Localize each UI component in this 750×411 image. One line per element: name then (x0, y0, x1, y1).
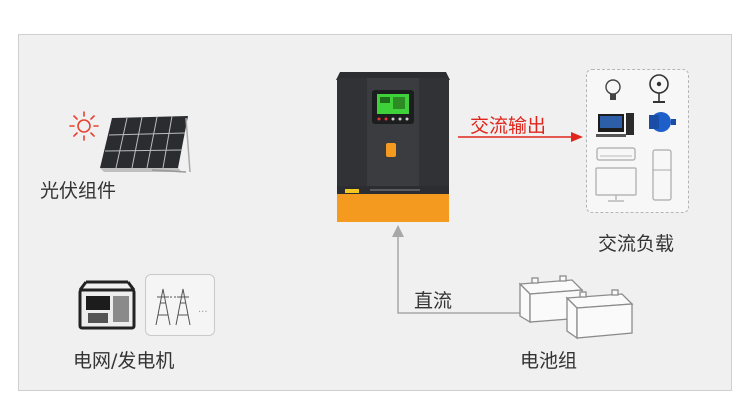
lightbulb-icon (605, 79, 621, 100)
motor-icon (649, 112, 676, 132)
battery-icon (518, 275, 634, 340)
air-conditioner-icon (596, 147, 636, 161)
sun-icon (69, 111, 99, 141)
tv-icon (595, 167, 637, 202)
fan-icon (649, 74, 669, 103)
appliance-grid (595, 74, 676, 202)
grid-icon-box: ··· (145, 274, 215, 336)
dc-arrow (392, 225, 520, 314)
generator-icon (78, 280, 136, 330)
battery-bank-label: 电池组 (520, 350, 578, 372)
grid-generator-label: 电网/发电机 (73, 350, 175, 372)
output-arrow (458, 132, 583, 142)
pv-modules-label: 光伏组件 (40, 180, 117, 202)
dc-label: 直流 (414, 290, 453, 312)
svg-text:···: ··· (198, 307, 208, 318)
ac-load-label: 交流负载 (598, 233, 675, 255)
inverter-icon (336, 72, 450, 222)
solar-panel-icon (100, 115, 191, 173)
computer-icon (596, 113, 634, 137)
refrigerator-icon (652, 149, 672, 201)
ac-load-box (586, 69, 689, 213)
power-tower-icon: ··· (155, 288, 208, 326)
ac-output-label: 交流输出 (470, 115, 547, 137)
